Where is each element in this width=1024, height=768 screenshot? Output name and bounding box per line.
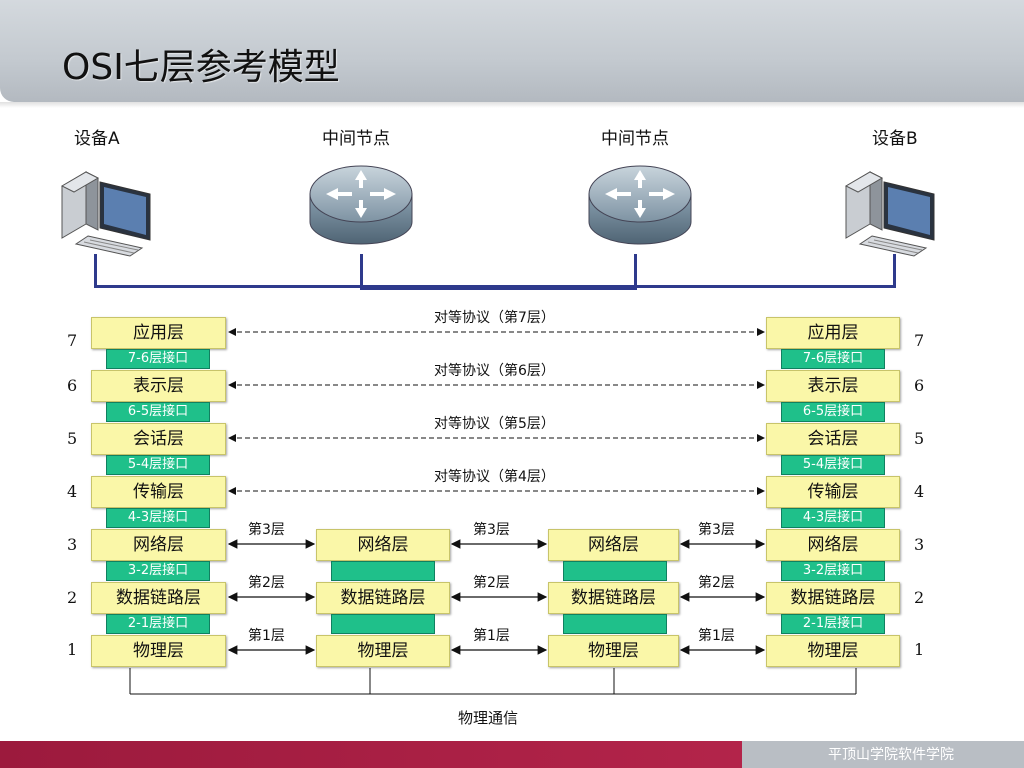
left-layer-presentation: 表示层 (91, 370, 226, 402)
slide-title: OSI七层参考模型 (62, 47, 340, 88)
link-label: 第3层 (248, 522, 285, 538)
layer-number: 7 (67, 331, 78, 350)
link-label: 第3层 (698, 522, 735, 538)
link-label: 第1层 (698, 628, 735, 644)
layer-number: 4 (914, 482, 925, 501)
link-label: 第2层 (698, 575, 735, 591)
layer-number: 5 (67, 429, 78, 448)
mid2-layer-physical: 物理层 (548, 635, 679, 667)
layer-number: 2 (67, 588, 78, 607)
right-interface-2-1: 2-1层接口 (781, 614, 885, 634)
peer-protocol-label: 对等协议（第7层） (434, 310, 555, 326)
right-interface-6-5: 6-5层接口 (781, 402, 885, 422)
node-2-label: 中间节点 (601, 129, 669, 149)
right-layer-session: 会话层 (766, 423, 900, 455)
right-layer-physical: 物理层 (766, 635, 900, 667)
mid1-layer-network: 网络层 (316, 529, 450, 561)
left-interface-2-1: 2-1层接口 (106, 614, 210, 634)
layer-number: 4 (67, 482, 78, 501)
left-interface-3-2: 3-2层接口 (106, 561, 210, 581)
right-interface-4-3: 4-3层接口 (781, 508, 885, 528)
connector-line (94, 254, 97, 288)
mid2-interface (563, 614, 667, 634)
left-layer-transport: 传输层 (91, 476, 226, 508)
computer-icon (844, 171, 935, 257)
right-interface-5-4: 5-4层接口 (781, 455, 885, 475)
connector-line (893, 254, 896, 288)
layer-number: 2 (914, 588, 925, 607)
link-label: 第3层 (473, 522, 510, 538)
left-interface-6-5: 6-5层接口 (106, 402, 210, 422)
layer-number: 1 (914, 640, 925, 659)
layer-number: 1 (67, 640, 78, 659)
peer-protocol-label: 对等协议（第5层） (434, 416, 555, 432)
router-icon (588, 165, 692, 245)
footer-bar (0, 741, 742, 768)
mid1-layer-physical: 物理层 (316, 635, 450, 667)
left-layer-physical: 物理层 (91, 635, 226, 667)
left-layer-session: 会话层 (91, 423, 226, 455)
layer-number: 6 (914, 376, 925, 395)
left-layer-datalink: 数据链路层 (91, 582, 226, 614)
node-1-label: 中间节点 (322, 129, 390, 149)
left-layer-network: 网络层 (91, 529, 226, 561)
left-interface-4-3: 4-3层接口 (106, 508, 210, 528)
footer-panel (742, 741, 1024, 768)
link-label: 第2层 (248, 575, 285, 591)
link-label: 第1层 (473, 628, 510, 644)
right-layer-network: 网络层 (766, 529, 900, 561)
layer-number: 3 (67, 535, 78, 554)
mid2-layer-datalink: 数据链路层 (548, 582, 679, 614)
device-a-label: 设备A (74, 129, 120, 149)
link-label: 第1层 (248, 628, 285, 644)
connector-line (634, 254, 637, 288)
right-layer-presentation: 表示层 (766, 370, 900, 402)
peer-protocol-label: 对等协议（第6层） (434, 363, 555, 379)
right-layer-transport: 传输层 (766, 476, 900, 508)
link-label: 第2层 (473, 575, 510, 591)
computer-icon (60, 171, 151, 257)
layer-number: 3 (914, 535, 925, 554)
mid1-interface (331, 561, 435, 581)
right-interface-7-6: 7-6层接口 (781, 349, 885, 369)
mid1-layer-datalink: 数据链路层 (316, 582, 450, 614)
mid2-layer-network: 网络层 (548, 529, 679, 561)
physical-comm-label: 物理通信 (458, 709, 519, 727)
connector-line-segment (360, 285, 637, 290)
left-interface-7-6: 7-6层接口 (106, 349, 210, 369)
slide-header (0, 0, 1024, 102)
layer-number: 6 (67, 376, 78, 395)
right-layer-datalink: 数据链路层 (766, 582, 900, 614)
router-icon (309, 165, 413, 245)
device-b-label: 设备B (872, 129, 918, 149)
right-layer-application: 应用层 (766, 317, 900, 349)
mid1-interface (331, 614, 435, 634)
left-layer-application: 应用层 (91, 317, 226, 349)
connector-line (360, 254, 363, 288)
right-interface-3-2: 3-2层接口 (781, 561, 885, 581)
mid2-interface (563, 561, 667, 581)
footer-text: 平顶山学院软件学院 (828, 747, 954, 763)
layer-number: 5 (914, 429, 925, 448)
peer-protocol-label: 对等协议（第4层） (434, 469, 555, 485)
left-interface-5-4: 5-4层接口 (106, 455, 210, 475)
layer-number: 7 (914, 331, 925, 350)
header-shadow (0, 102, 1024, 108)
